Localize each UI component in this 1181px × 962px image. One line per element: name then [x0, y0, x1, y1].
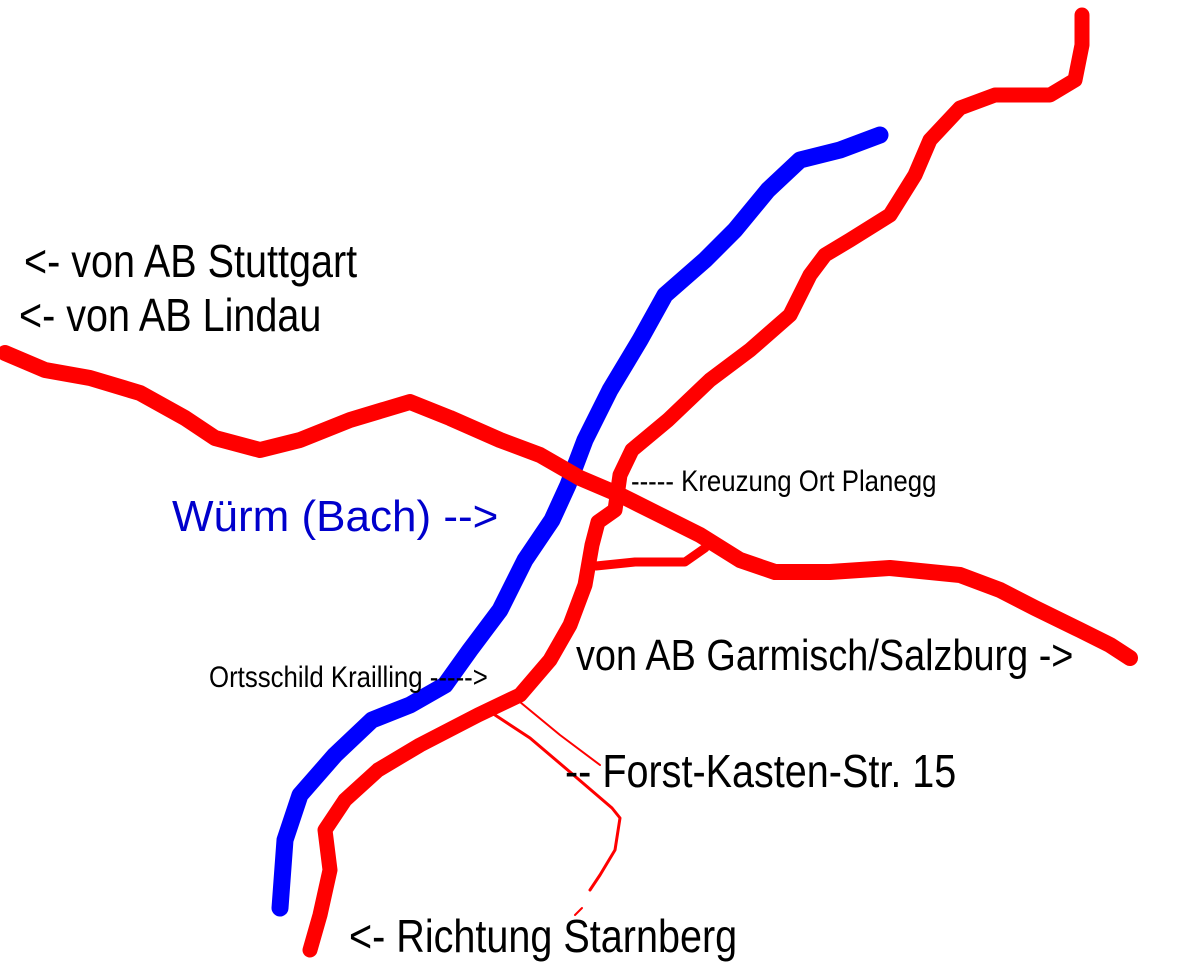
road-autobahn-west-east [0, 345, 1138, 666]
side-street-forst-kasten-edge [519, 701, 601, 766]
label-ortsschild-krailling: Ortsschild Krailling -----> [209, 661, 488, 694]
side-street-forst-kasten [493, 713, 622, 892]
road-north-starnberg [302, 7, 1090, 958]
river-wuerm [271, 126, 889, 917]
label-stuttgart: <- von AB Stuttgart [24, 235, 358, 287]
label-forst-kasten-str: -- Forst-Kasten-Str. 15 [565, 745, 957, 797]
label-river-wuerm: Würm (Bach) --> [172, 492, 499, 541]
label-garmisch-salzburg: von AB Garmisch/Salzburg -> [576, 631, 1074, 680]
label-richtung-starnberg: <- Richtung Starnberg [349, 910, 738, 962]
label-lindau: <- von AB Lindau [19, 289, 322, 341]
side-street-fragment [574, 907, 583, 916]
road-connector [591, 543, 710, 571]
label-kreuzung-planegg: ----- Kreuzung Ort Planegg [631, 465, 937, 498]
